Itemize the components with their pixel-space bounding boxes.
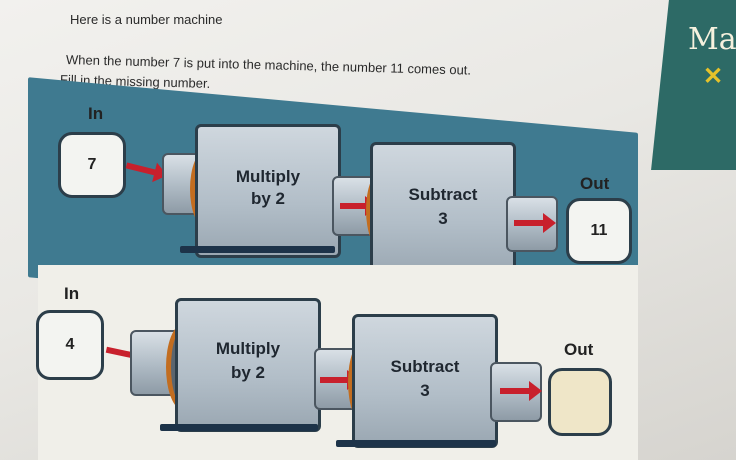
question-machine-subtract: Subtract 3 — [352, 314, 498, 448]
question-machine-base-1 — [160, 424, 318, 431]
example-machine-base-1 — [180, 246, 335, 253]
answer-box[interactable] — [548, 368, 612, 436]
example-out-label: Out — [580, 174, 610, 193]
corner-text: Ma — [688, 22, 736, 57]
example-in-box: 7 — [58, 132, 126, 198]
example-out-box: 11 — [566, 198, 632, 264]
question-arrow-3 — [500, 381, 542, 401]
example-machine-multiply: Multiply by 2 — [195, 124, 341, 258]
question-machine-multiply: Multiply by 2 — [175, 298, 321, 432]
example-machine-subtract-line1: Subtract — [408, 185, 478, 204]
example-in-label: In — [88, 104, 104, 123]
example-machine-multiply-line1: Multiply — [235, 167, 301, 186]
corner-mark: ✕ — [703, 63, 724, 90]
example-arrow-2 — [340, 196, 378, 216]
question-out-label: Out — [564, 340, 594, 359]
question-arrow-2 — [320, 370, 360, 390]
example-arrow-3 — [514, 213, 556, 233]
instruction-title: Here is a number machine — [70, 12, 223, 27]
question-in-box: 4 — [36, 310, 104, 380]
question-in-label: In — [64, 284, 80, 303]
question-machine-base-2 — [336, 440, 496, 447]
example-machine-subtract: Subtract 3 — [370, 142, 516, 278]
question-machine-multiply-line1: Multiply — [215, 339, 281, 358]
example-machine-multiply-line2: by 2 — [250, 189, 286, 208]
example-machine-subtract-line2: 3 — [438, 209, 448, 228]
question-machine-subtract-line1: Subtract — [390, 357, 460, 376]
question-machine-multiply-line2: by 2 — [230, 363, 266, 382]
question-machine-subtract-line2: 3 — [420, 381, 430, 400]
